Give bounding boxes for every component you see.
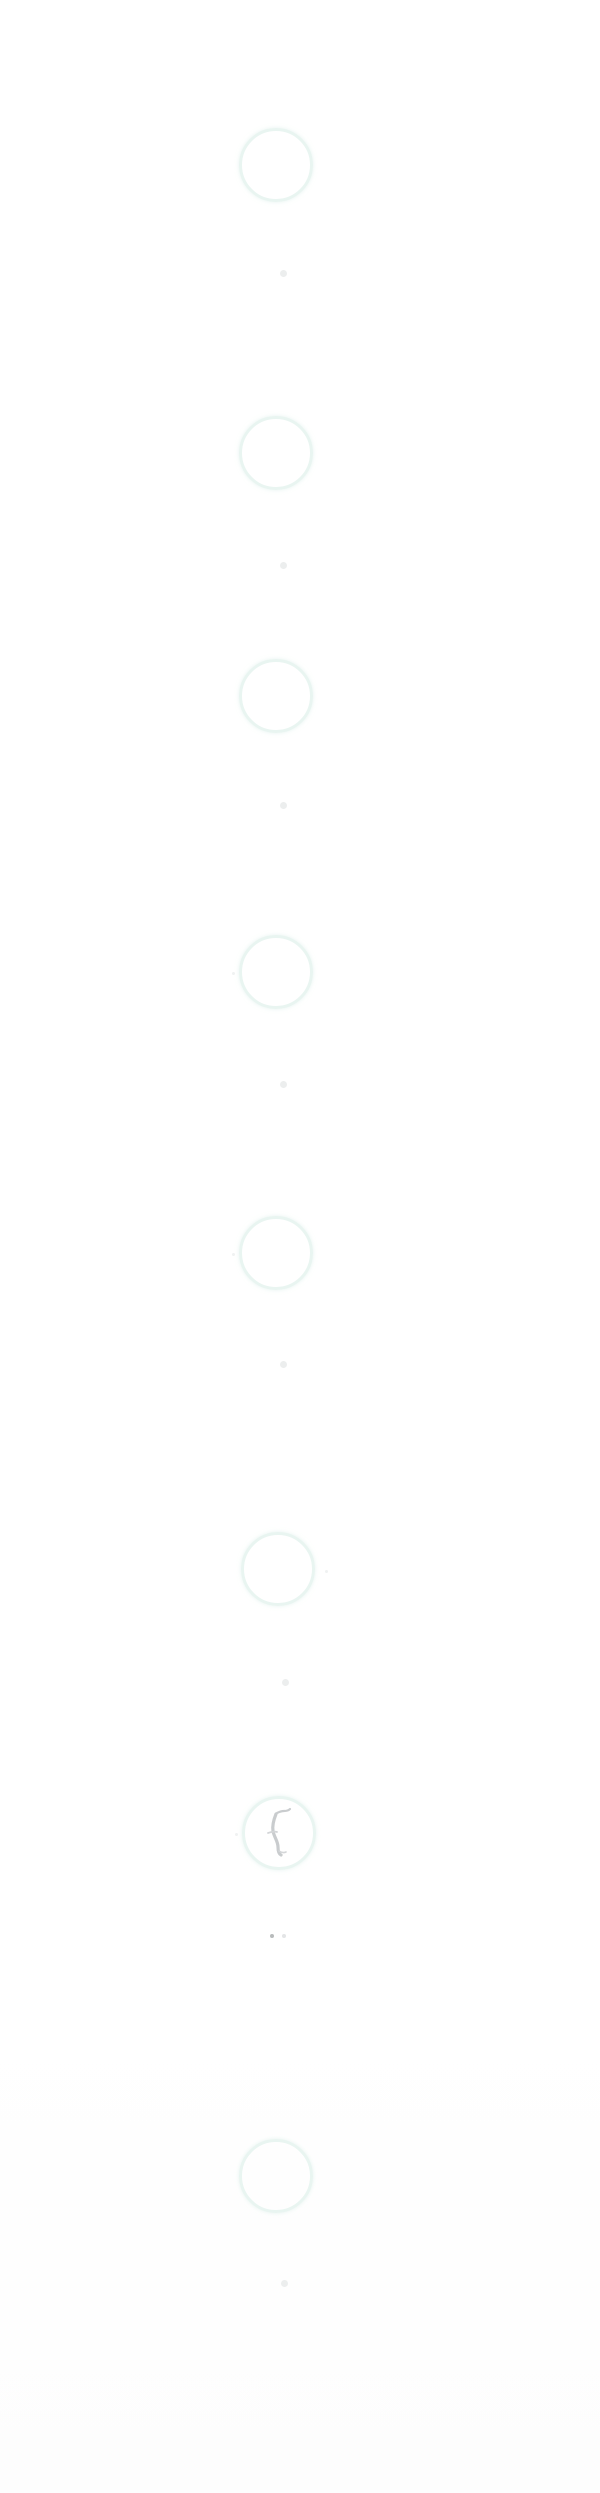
faint-marker bbox=[235, 1833, 238, 1836]
marker-dot bbox=[280, 802, 287, 809]
page-bottom-fade bbox=[0, 2000, 600, 2493]
empty-ring-icon bbox=[239, 2139, 313, 2213]
empty-ring-icon bbox=[239, 1216, 313, 1290]
script-glyph-icon bbox=[267, 1807, 292, 1857]
glyph-ring bbox=[242, 1796, 316, 1870]
marker-dot bbox=[282, 1679, 289, 1686]
empty-ring-icon bbox=[239, 416, 313, 490]
empty-ring-icon bbox=[239, 935, 313, 1009]
faint-marker bbox=[325, 1570, 328, 1573]
faint-marker bbox=[232, 972, 235, 975]
page-indicator-dots bbox=[270, 1934, 286, 1938]
marker-dot bbox=[280, 1081, 287, 1088]
empty-ring-icon bbox=[239, 659, 313, 733]
marker-dot bbox=[280, 562, 287, 569]
marker-dot bbox=[281, 2280, 288, 2287]
indicator-dot-active bbox=[270, 1934, 274, 1938]
indicator-dot bbox=[282, 1934, 286, 1938]
empty-ring-icon bbox=[239, 128, 313, 202]
marker-dot bbox=[280, 1361, 287, 1368]
marker-dot bbox=[280, 270, 287, 277]
empty-ring-icon bbox=[241, 1532, 315, 1606]
faint-marker bbox=[232, 1253, 235, 1256]
